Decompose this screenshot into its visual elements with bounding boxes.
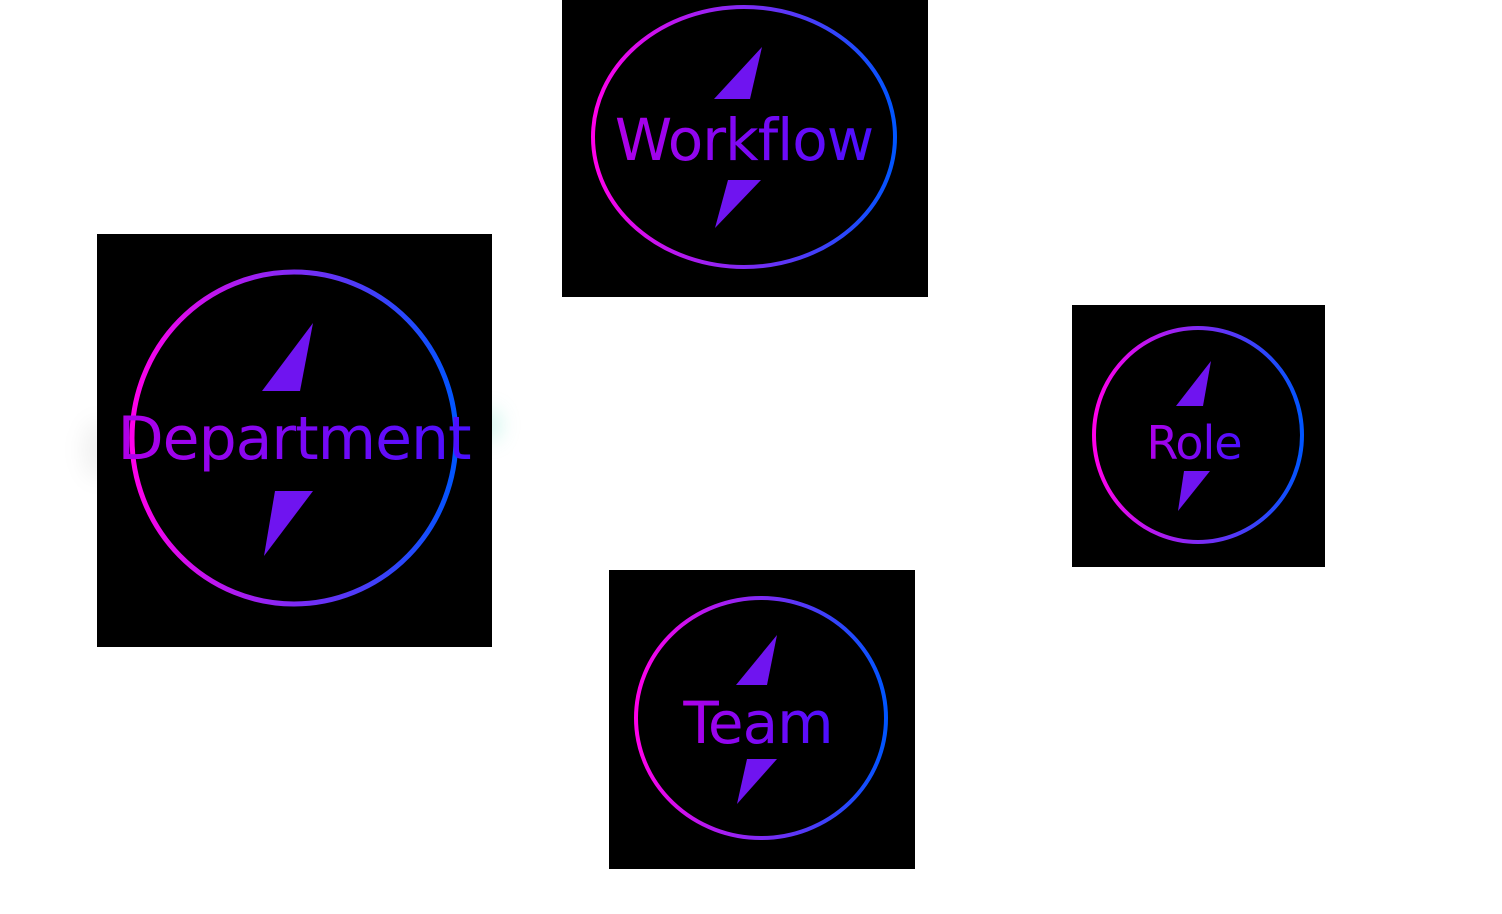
lightning-bolt-icon — [1176, 361, 1211, 406]
node-ring — [634, 596, 888, 840]
node-role-graphic: Role — [1092, 326, 1304, 544]
lightning-bolt-icon — [1178, 471, 1210, 511]
node-workflow-label: Workflow — [615, 106, 873, 174]
lightning-bolt-icon — [736, 635, 777, 685]
lightning-bolt-icon — [737, 759, 777, 804]
node-team-graphic: Team — [634, 596, 888, 840]
node-team[interactable]: Team — [609, 570, 915, 869]
node-role-label: Role — [1146, 416, 1241, 470]
lightning-bolt-icon — [262, 323, 313, 391]
node-ring — [1092, 326, 1304, 544]
node-ring — [129, 269, 459, 607]
node-role[interactable]: Role — [1072, 305, 1325, 567]
node-team-label: Team — [682, 689, 832, 757]
lightning-bolt-icon — [264, 491, 313, 556]
node-workflow-graphic: Workflow — [591, 5, 897, 269]
node-department-label: Department — [117, 404, 471, 474]
node-department-graphic: Department — [117, 269, 472, 607]
node-ring — [591, 5, 897, 269]
lightning-bolt-icon — [714, 47, 762, 99]
node-workflow[interactable]: Workflow — [562, 0, 928, 297]
node-department[interactable]: Department — [97, 234, 492, 647]
lightning-bolt-icon — [715, 180, 761, 228]
